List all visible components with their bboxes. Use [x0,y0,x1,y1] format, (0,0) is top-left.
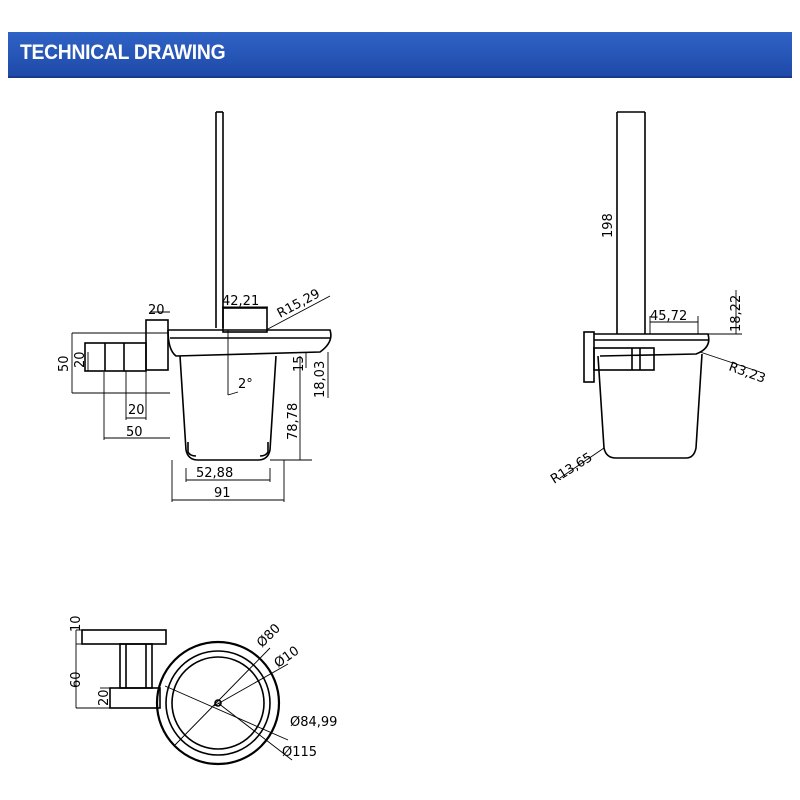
dim-plate-thickness: 10 [69,615,84,632]
side-view: 198 45,72 18,22 R3,23 R13,65 [548,111,768,487]
dim-bottom-width: 52,88 [196,466,233,481]
dim-outer-diameter: Ø80 [254,621,284,651]
page-title: TECHNICAL DRAWING [20,41,226,64]
top-view: 10 60 20 Ø80 Ø10 Ø84,99 Ø115 [69,615,337,766]
dim-inner-diameter: Ø84,99 [290,715,337,730]
dim-lip: 15 [292,355,307,372]
dim-ring-diameter: Ø115 [282,745,317,760]
dim-handle-diameter: Ø10 [272,644,303,672]
dim-bottom-radius: R13,65 [548,450,595,487]
dim-base-small: 20 [128,403,145,418]
dim-holder-height: 18,22 [729,295,744,332]
dim-mount-height: 50 [57,355,72,372]
dim-post-width: 20 [97,689,112,706]
dim-holder-width: 20 [148,303,165,318]
dim-top-opening: 42,21 [222,294,259,309]
dim-holder-depth: 45,72 [650,309,687,324]
dim-edge-radius: R3,23 [727,360,768,387]
dim-base-depth: 50 [126,425,143,440]
dim-rim-height: 18,03 [313,361,328,398]
dim-overall-width: 91 [214,486,231,501]
dim-handle-length: 198 [601,213,616,238]
dim-mount-length: 60 [69,671,84,688]
dim-cup-height: 78,78 [286,403,301,440]
dim-mount-small: 20 [73,351,88,368]
dim-taper-angle: 2° [238,377,253,392]
front-view: 20 42,21 R15,29 50 20 20 50 2° 78,78 15 … [57,111,332,502]
header-bar: TECHNICAL DRAWING [8,32,792,78]
